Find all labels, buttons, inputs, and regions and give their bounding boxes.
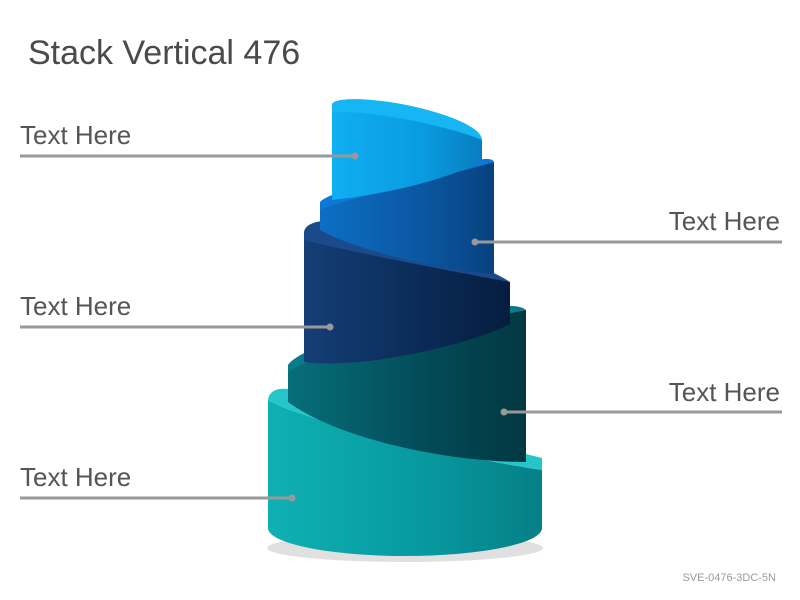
tier-4-label: Text Here	[668, 377, 780, 407]
callout-line-3	[20, 323, 334, 331]
tier-1-label: Text Here	[20, 120, 132, 150]
callout-line-2	[471, 238, 782, 246]
callout-line-1	[20, 152, 359, 160]
page-title: Stack Vertical 476	[28, 34, 301, 72]
callout-line-5	[20, 494, 296, 502]
tier-1	[332, 99, 482, 200]
callout-line-4	[500, 408, 782, 416]
tier-2-label: Text Here	[668, 206, 780, 236]
tier-3-label: Text Here	[20, 291, 132, 321]
tier-5-label: Text Here	[20, 462, 132, 492]
slide-code: SVE-0476-3DC-5N	[682, 572, 776, 584]
